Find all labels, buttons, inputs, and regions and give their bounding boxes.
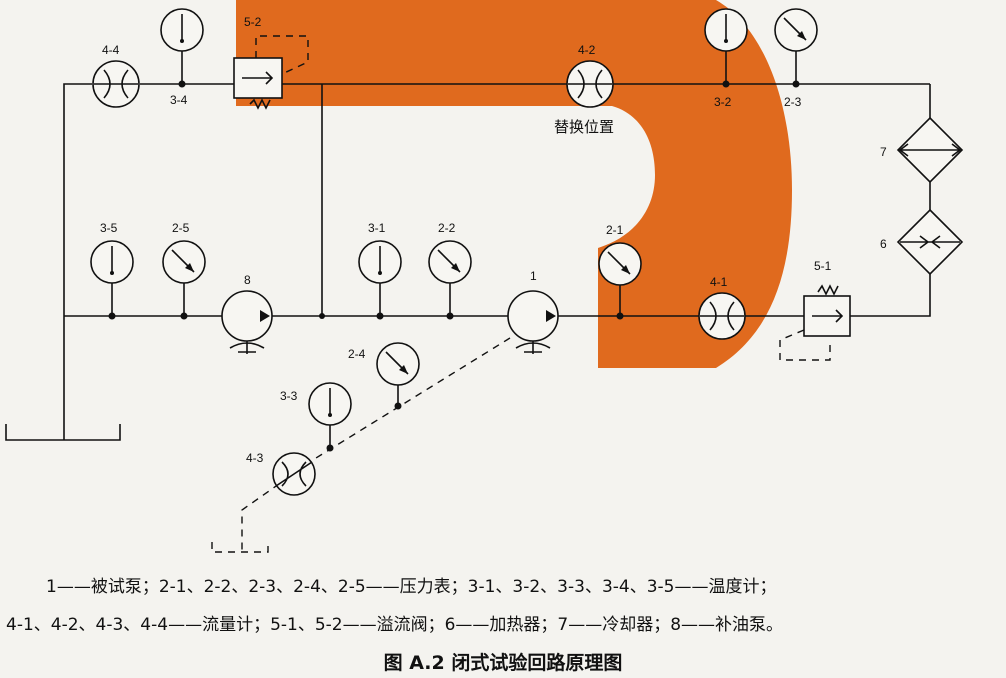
heater-6 bbox=[896, 208, 964, 276]
label-4-4: 4-4 bbox=[102, 43, 120, 57]
pressure-gauge-2-1 bbox=[598, 242, 642, 320]
junction-dot bbox=[319, 313, 325, 319]
left-return-pipe bbox=[63, 83, 92, 440]
label-alt-position: 替换位置 bbox=[554, 118, 614, 136]
label-8: 8 bbox=[244, 273, 251, 287]
thermometer-3-5 bbox=[90, 240, 134, 320]
figure-title: 图 A.2 闭式试验回路原理图 bbox=[383, 652, 623, 674]
pressure-gauge-2-3 bbox=[774, 8, 818, 88]
label-2-5: 2-5 bbox=[172, 221, 190, 235]
legend-line-2: 4-1、4-2、4-3、4-4——流量计；5-1、5-2——溢流阀；6——加热器… bbox=[6, 615, 784, 635]
pressure-gauge-2-2 bbox=[428, 240, 472, 320]
label-4-3: 4-3 bbox=[246, 451, 264, 465]
relief-valve-5-2 bbox=[233, 57, 283, 110]
pressure-gauge-2-5 bbox=[162, 240, 206, 320]
thermometer-3-4 bbox=[160, 8, 204, 88]
label-3-5: 3-5 bbox=[100, 221, 118, 235]
flow-meter-4-3 bbox=[272, 452, 316, 496]
orange-band bbox=[236, 0, 792, 368]
thermometer-3-3 bbox=[308, 382, 352, 452]
label-7: 7 bbox=[880, 145, 887, 159]
flow-meter-4-1 bbox=[698, 292, 746, 340]
pump-1 bbox=[507, 290, 559, 354]
tank bbox=[5, 424, 121, 441]
label-3-3: 3-3 bbox=[280, 389, 298, 403]
label-3-4: 3-4 bbox=[170, 93, 188, 107]
right-pipe bbox=[850, 84, 931, 317]
label-2-3: 2-3 bbox=[784, 95, 802, 109]
label-2-4: 2-4 bbox=[348, 347, 366, 361]
hydraulic-circuit-diagram: 4-4 3-4 5-2 4-2 替换位置 3-2 2-3 7 6 3-5 2-5… bbox=[5, 0, 964, 553]
label-2-2: 2-2 bbox=[438, 221, 456, 235]
pressure-gauge-2-4 bbox=[376, 342, 420, 410]
flow-meter-4-2 bbox=[566, 60, 614, 108]
relief-valve-5-1 bbox=[803, 284, 851, 337]
thermometer-3-1 bbox=[358, 240, 402, 320]
legend-line-1: 1——被试泵；2-1、2-2、2-3、2-4、2-5——压力表；3-1、3-2、… bbox=[46, 577, 777, 597]
label-2-1: 2-1 bbox=[606, 223, 624, 237]
label-5-2: 5-2 bbox=[244, 15, 262, 29]
label-6: 6 bbox=[880, 237, 887, 251]
label-3-2: 3-2 bbox=[714, 95, 732, 109]
label-3-1: 3-1 bbox=[368, 221, 386, 235]
alternative-line bbox=[211, 337, 511, 553]
cooler-7 bbox=[896, 116, 964, 184]
flow-meter-4-4 bbox=[92, 60, 140, 108]
label-4-1: 4-1 bbox=[710, 275, 728, 289]
pump-8 bbox=[221, 290, 273, 354]
label-1: 1 bbox=[530, 269, 537, 283]
label-4-2: 4-2 bbox=[578, 43, 596, 57]
thermometer-3-2 bbox=[704, 8, 748, 88]
pilot-line-5-1 bbox=[779, 329, 831, 361]
pilot-line-5-2 bbox=[255, 35, 309, 75]
label-5-1: 5-1 bbox=[814, 259, 832, 273]
